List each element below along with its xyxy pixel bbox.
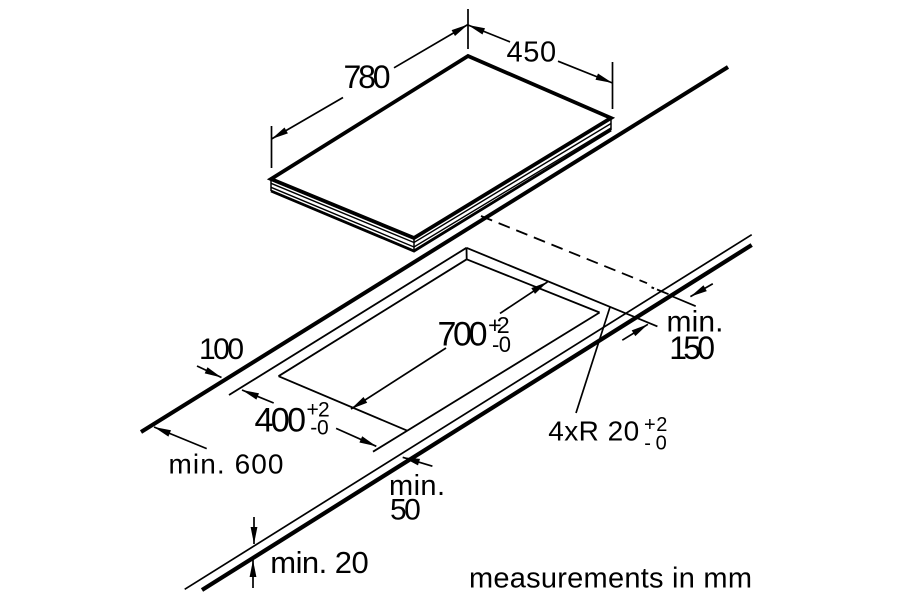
svg-text:100: 100 (199, 333, 244, 366)
svg-text:50: 50 (390, 493, 421, 526)
svg-text:min. 600: min. 600 (169, 448, 284, 479)
svg-text:min.: min. (389, 470, 445, 502)
svg-text:+2: +2 (307, 399, 330, 422)
svg-text:+2: +2 (488, 312, 510, 338)
svg-text:min.: min. (667, 306, 724, 339)
svg-text:-0: -0 (644, 432, 667, 454)
svg-text:+2: +2 (644, 414, 667, 436)
svg-text:150: 150 (669, 330, 715, 366)
svg-text:700: 700 (438, 315, 488, 353)
svg-text:450: 450 (507, 36, 557, 68)
svg-text:4xR 20: 4xR 20 (548, 416, 639, 447)
svg-text:400: 400 (255, 401, 307, 439)
svg-text:-0: -0 (310, 417, 329, 440)
svg-text:-0: -0 (492, 332, 511, 357)
svg-text:780: 780 (344, 59, 391, 95)
svg-text:min. 20: min. 20 (270, 545, 368, 580)
svg-text:measurements in mm: measurements in mm (469, 563, 752, 595)
